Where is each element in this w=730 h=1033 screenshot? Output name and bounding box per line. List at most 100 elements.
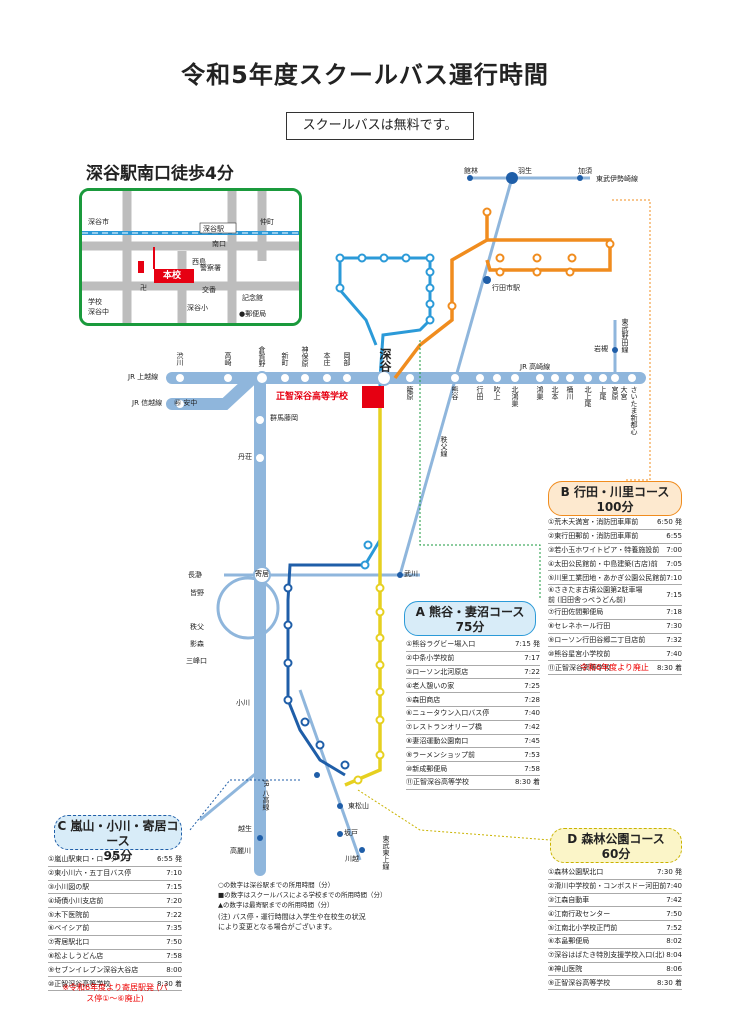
stop-name: ⑤江南北小学校正門前 [548,923,618,932]
gyoda-station-label: 行田市駅 [492,284,520,292]
tanso-label: 丹荘 [238,453,252,461]
stop-name: ①熊谷ラグビー場入口 [406,640,476,649]
stop-name: ⑦寄居駅北口 [48,938,90,947]
stop-name: ②中条小学校前 [406,654,455,663]
stop-name: ④江南行政センター [548,909,611,918]
footnote: (注) バス停・運行時間は入学生や在校生の状況により変更となる場合がございます。 [218,913,366,931]
course-a-header: A 熊谷・妻沼コース 75分 [404,601,536,636]
connector-c [189,779,300,831]
stop-name: ⑨ラーメンショップ前 [406,750,475,759]
station-kagohara: 籠原 [406,386,414,400]
legend-item-bus-time: ■の数字はスクールバスによる学校までの所用時間（分） [218,891,387,899]
stop-name: ⑧松よしうどん店 [48,951,104,960]
stop-time: 8:02 [666,937,682,946]
stop-name: ⑧セレネホール行田 [548,622,611,631]
stop-time: 7:30 発 [657,868,682,877]
stop-name: ①嵐山駅東口・ロータリー [48,855,132,864]
station-okabe: 岡部 [343,352,351,366]
course-b-abolished-note: 令和6年度より廃止 [580,663,649,672]
stop-name: ⑤木下医院前 [48,910,90,919]
stop-time: 7:05 [666,559,682,568]
stop-time: 7:50 [166,938,182,947]
inset-label-elementary: 深谷小 [187,304,208,312]
jr-takasaki-label: JR 高崎線 [520,363,551,371]
station-fukiage: 吹上 [493,386,501,400]
station-takasaki: 高崎 [224,352,232,366]
stop-name: ⑪正智深谷高等学校 [406,778,469,787]
stop-time: 7:20 [166,896,182,905]
hanyu-label: 羽生 [518,167,532,175]
tojo-branch [199,768,261,822]
station-ageo: 上尾 [599,386,607,400]
schedule-row: ⑧妻沼運動公園南口 7:45 [406,735,540,749]
gunma-fujioka-label: 群馬藤岡 [270,414,298,422]
course-c-abolished-note: ※令和6年度より寄居駅発 (バス停①〜⑥廃止) [62,983,168,1003]
stop-name: ③小川図の駅 [48,882,90,891]
stop-time: 7:42 [524,723,540,732]
course-b-route [393,212,489,380]
stop-name: ⑥ニュータウン入口バス停 [406,709,490,718]
station-kitakonosu: 北鴻巣 [511,386,519,407]
stop-time: 7:40 [524,709,540,718]
station-miyahara: 宮原 [611,386,619,400]
kawagoe-label: 川越 [345,855,359,863]
stop-time: 7:58 [166,951,182,960]
stop-name: ⑥ベイシア前 [48,924,90,933]
yorii-label: 寄居 [255,570,269,578]
schedule-row: ②中条小学校前 7:17 [406,652,540,666]
schedule-row: ⑥ベイシア前 7:35 [48,922,182,936]
inset-label-kinenkan: 記念館 [242,294,263,302]
stop-name: ⑧妻沼運動公園南口 [406,736,469,745]
koshi-label: 越生 [238,825,252,833]
stop-time: 7:32 [666,635,682,644]
page-title: 令和5年度スクールバス運行時間 [181,61,549,89]
stop-name: ③江森自動車 [548,895,590,904]
higashi-matsuyama-label: 東松山 [348,802,369,810]
stop-time: 7:15 [666,590,682,599]
connector-d [357,789,551,841]
stop-time: 7:00 [666,545,682,554]
school-label: 正智深谷高等学校 [276,392,349,402]
stop-time: 8:04 [666,951,682,960]
course-b-name: B 行田・川里コース [560,485,670,499]
legend-item-nearest-station-time: ▲の数字は最寄駅までの所用時間（分） [218,901,334,909]
stop-time: 7:17 [524,654,540,663]
inset-label-post-office: ●郵便局 [239,310,267,318]
tatebayashi-label: 館林 [464,167,478,175]
stop-time: 7:28 [524,695,540,704]
station-shibukawa: 渋川 [176,352,184,366]
stop-name: ②東小川六・五丁目バス停 [48,869,132,878]
stop-name: ①森林公園駅北口 [548,868,604,877]
stop-nagatoro: 長瀞 [188,571,202,579]
stop-time: 7:10 [666,573,683,582]
station-okegawa: 桶川 [566,386,574,400]
jr-shinetsu-line [166,372,259,410]
stop-time: 7:45 [524,736,540,745]
access-inset-map: 深谷駅 本校 深谷市 仲町 西島 南口 警察署 深谷小 学校 記念館 深谷中 ●… [79,188,302,326]
stop-name: ⑥本畠郵便局 [548,937,590,946]
course-c-duration: 95分 [103,849,133,863]
buke-label: 武川 [404,570,418,578]
course-a-name: A 熊谷・妻沼コース [415,605,525,619]
stop-time: 7:35 [166,924,182,933]
course-c-route [286,563,365,777]
inset-label-gakko: 学校 [88,298,102,306]
station-kumagaya: 熊谷 [451,386,459,400]
tobu-tojo-line [298,689,362,861]
stop-name: ⑨セブンイレブン深谷大谷店 [48,965,139,974]
